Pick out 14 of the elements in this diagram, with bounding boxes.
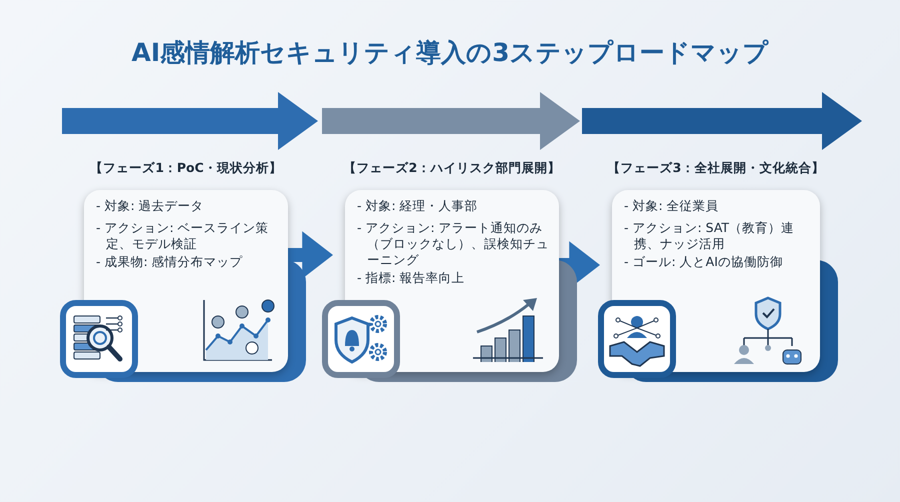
bullet-text: - 対象: 全従業員	[624, 198, 720, 214]
bullet-text: - アクション: アラート通知のみ（ブロックなし）、誤検知チューニング	[357, 220, 550, 268]
phase-heading: 【フェーズ2：ハイリスク部門展開】	[342, 160, 562, 177]
arrow	[288, 231, 333, 279]
bullet-text: - アクション: ベースライン策定、モデル検証	[96, 220, 270, 252]
bullet-text: - ゴール: 人とAIの協働防御	[624, 254, 784, 270]
bullet-text: - 対象: 過去データ	[96, 198, 205, 214]
bullet-text: - アクション: SAT（教育）連携、ナッジ活用	[624, 220, 796, 252]
bullet-text: - 成果物: 感情分布マップ	[96, 254, 244, 270]
phase-heading: 【フェーズ3：全社展開・文化統合】	[606, 160, 826, 177]
bullet-text: - 対象: 経理・人事部	[357, 198, 479, 214]
phase-heading: 【フェーズ1：PoC・現状分析】	[89, 160, 283, 177]
bullet-text: - 指標: 報告率向上	[357, 270, 466, 286]
title: AI感情解析セキュリティ導入の3ステップロードマップ	[130, 37, 770, 69]
